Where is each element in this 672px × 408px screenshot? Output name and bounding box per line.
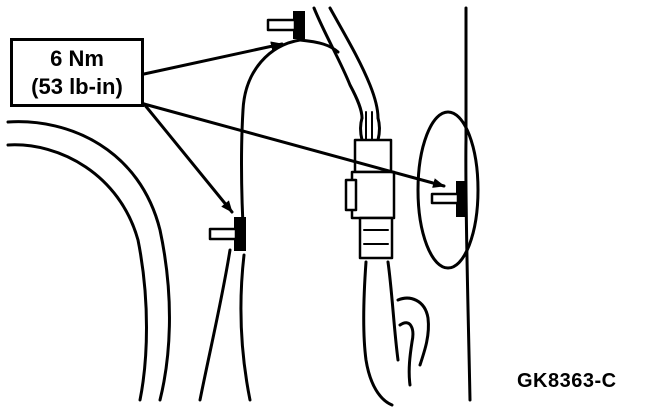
wiring-harness xyxy=(312,6,430,407)
top-bolt xyxy=(266,11,305,39)
left-housing-outline xyxy=(6,120,171,402)
access-opening xyxy=(416,110,480,270)
right-bolt xyxy=(430,181,466,217)
center-panel-outline xyxy=(198,38,340,402)
figure-id: GK8363-C xyxy=(517,370,617,392)
left-bolt xyxy=(208,217,246,251)
callout-leaders xyxy=(142,41,446,214)
torque-callout: 6 Nm (53 lb-in) xyxy=(10,38,144,107)
torque-imperial-label: (53 lb-in) xyxy=(31,73,123,99)
right-panel-edge xyxy=(464,6,472,402)
torque-metric-label: 6 Nm xyxy=(50,45,104,71)
